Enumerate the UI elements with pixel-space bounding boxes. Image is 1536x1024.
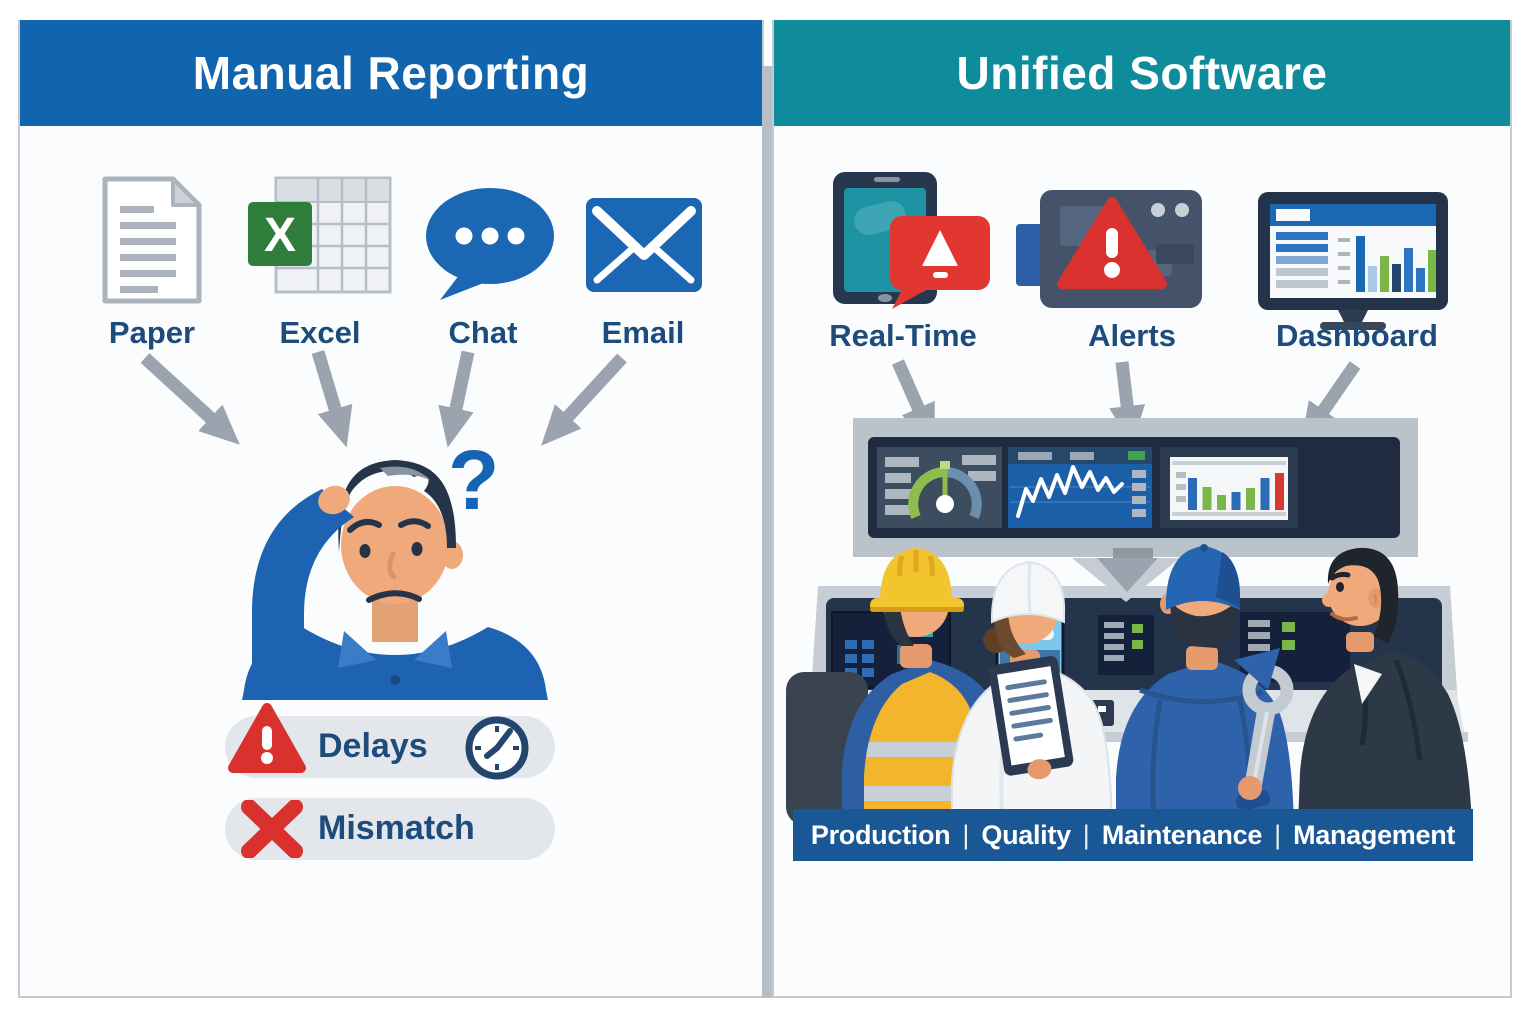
right-panel-title: Unified Software (774, 20, 1510, 126)
converging-arrows (140, 350, 627, 448)
unified-software-title: Unified Software (956, 47, 1328, 99)
trend-screen (1008, 447, 1152, 528)
warning-triangle-icon (226, 700, 308, 778)
role-production: Production (810, 819, 951, 850)
panel-divider (762, 66, 772, 998)
role-maintenance: Maintenance (1101, 819, 1263, 850)
down-chevron (1072, 548, 1180, 602)
management-worker (1298, 547, 1472, 825)
role-quality: Quality (981, 819, 1071, 850)
role-separator: | (1274, 819, 1282, 850)
console-screen-right (1098, 615, 1154, 675)
confused-worker-illustration (140, 350, 627, 700)
role-separator: | (962, 819, 970, 850)
role-management: Management (1293, 819, 1456, 850)
role-separator: | (1082, 819, 1090, 850)
paper-document-icon (102, 176, 202, 304)
chat-label: Chat (448, 315, 518, 350)
chat-bubble-icon (424, 186, 556, 302)
excel-x-glyph: X (264, 209, 296, 262)
barchart-screen (1160, 447, 1298, 528)
email-envelope-icon (586, 198, 702, 292)
excel-spreadsheet-icon: X (248, 172, 393, 304)
paper-label: Paper (108, 315, 196, 350)
clock-icon (463, 713, 531, 783)
mismatch-badge: Mismatch (225, 798, 555, 860)
confused-worker (242, 460, 548, 700)
delays-label: Delays (318, 727, 428, 765)
control-room-illustration (786, 359, 1472, 826)
x-mark-icon (240, 800, 304, 858)
role-bar: Production | Quality | Maintenance | Man… (793, 809, 1473, 861)
question-mark: ? (448, 433, 500, 527)
delays-badge: Delays (225, 703, 555, 780)
monitor-chart-icon (1256, 190, 1450, 336)
tablet-alert-icon (830, 168, 994, 310)
device-warning-icon (1016, 188, 1202, 312)
dashboard-label: Dashboard (1276, 318, 1438, 353)
realtime-label: Real-Time (829, 318, 977, 353)
maintenance-worker (1116, 544, 1294, 825)
clipboard (988, 656, 1074, 780)
email-label: Email (601, 315, 685, 350)
wrench (1234, 648, 1294, 811)
manual-reporting-title: Manual Reporting (192, 47, 590, 99)
mismatch-label: Mismatch (318, 809, 475, 847)
excel-label: Excel (279, 315, 361, 350)
gauge-screen (877, 447, 1002, 528)
left-panel-title: Manual Reporting (20, 20, 762, 126)
alerts-label: Alerts (1088, 318, 1176, 353)
monitor-wall (853, 418, 1418, 557)
quality-worker (951, 560, 1114, 826)
